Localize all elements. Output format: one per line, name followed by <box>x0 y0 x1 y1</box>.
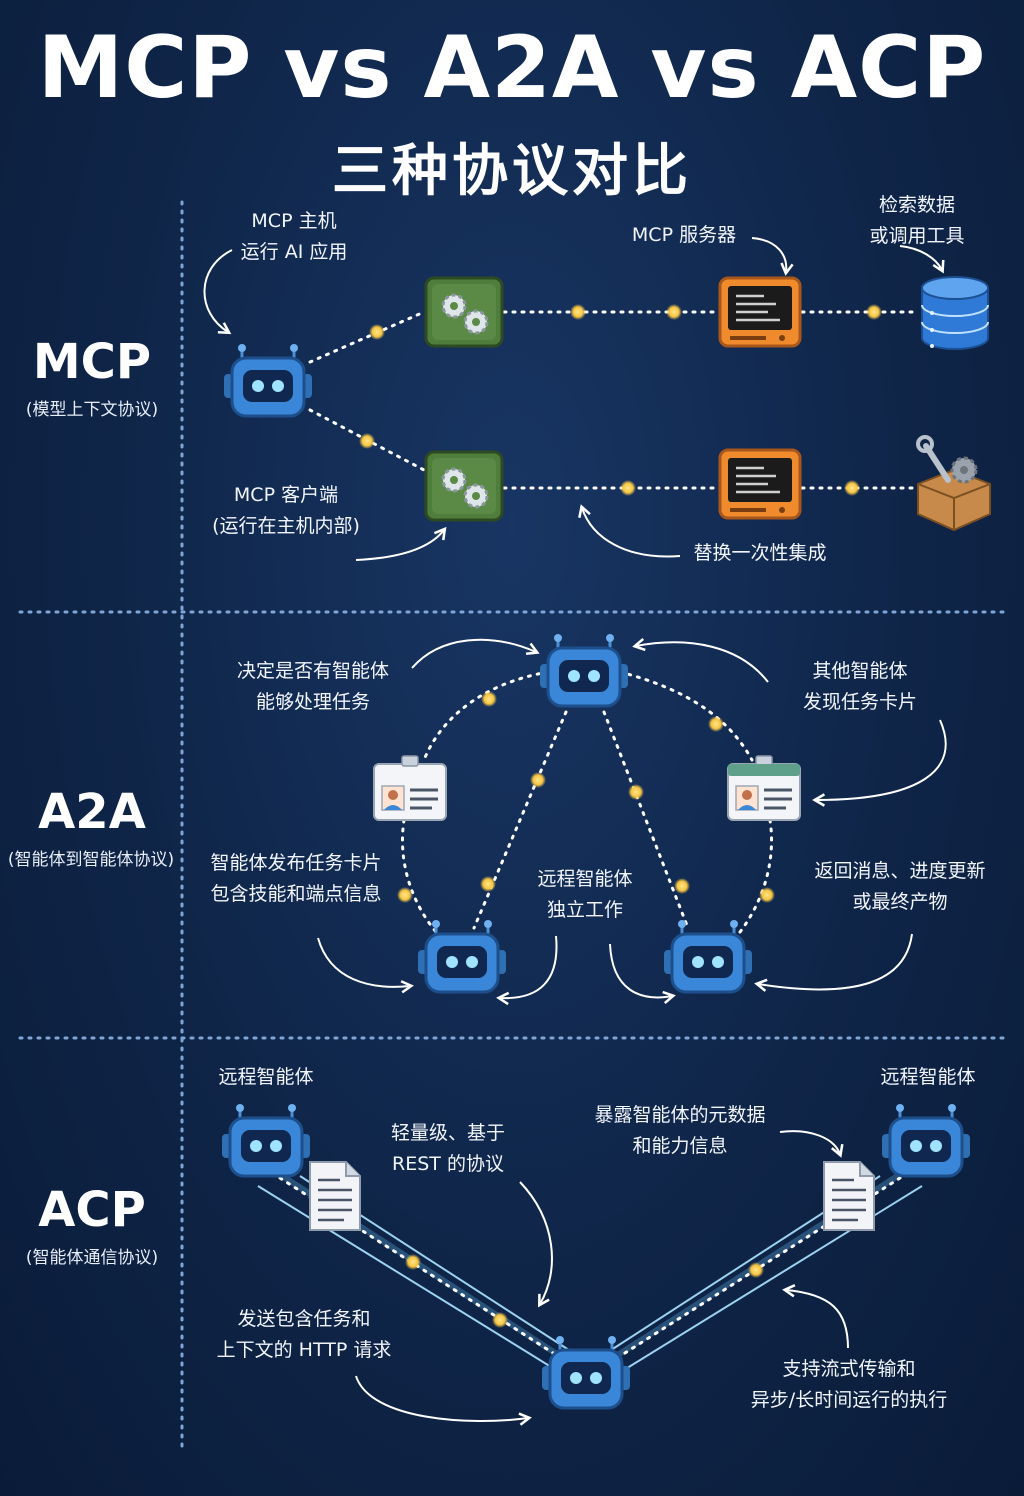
acp-arrows <box>355 1130 849 1426</box>
a2a-remote-label: 远程智能体独立工作 <box>537 868 633 921</box>
mcp-arrows <box>203 237 945 561</box>
mcp-section-subtitle: (模型上下文协议) <box>25 400 159 420</box>
toolbox-icon <box>916 435 991 532</box>
mcp-replace-label: 替换一次性集成 <box>693 542 827 564</box>
acp-left-robot-icon <box>220 1102 312 1178</box>
mcp-gear-icon-bottom <box>424 450 504 522</box>
a2a-left-robot-icon <box>416 918 508 994</box>
acp-document-icon-right <box>822 1160 876 1232</box>
page-subtitle: 三种协议对比 <box>332 139 692 204</box>
mcp-server-icon-bottom <box>718 448 802 520</box>
mcp-client-label: MCP 客户端(运行在主机内部) <box>212 484 360 537</box>
a2a-glow-dots <box>397 691 775 903</box>
acp-section-subtitle: (智能体通信协议) <box>25 1248 159 1268</box>
mcp-server-label: MCP 服务器 <box>631 224 737 246</box>
a2a-id-card-icon-right <box>726 754 802 822</box>
a2a-arrows <box>317 638 947 1006</box>
acp-metadata-label: 暴露智能体的元数据和能力信息 <box>594 1104 766 1157</box>
acp-remote-left-label: 远程智能体 <box>218 1066 314 1088</box>
acp-glow-dots <box>405 1254 764 1328</box>
database-icon <box>921 276 989 350</box>
mcp-data-label: 检索数据或调用工具 <box>869 194 965 247</box>
mcp-host-robot-icon <box>222 342 314 418</box>
acp-stream-label: 支持流式传输和异步/长时间运行的执行 <box>750 1358 948 1411</box>
a2a-top-robot-icon <box>538 632 630 708</box>
a2a-section-subtitle: (智能体到智能体协议) <box>7 850 175 870</box>
a2a-discover-label: 其他智能体发现任务卡片 <box>802 660 917 713</box>
acp-section-title: ACP <box>38 1182 146 1238</box>
a2a-connections <box>400 670 774 934</box>
a2a-decide-label: 决定是否有智能体能够处理任务 <box>236 660 389 713</box>
mcp-connections <box>308 310 920 490</box>
page-title: MCP vs A2A vs ACP <box>37 18 987 118</box>
mcp-section-title: MCP <box>32 334 152 390</box>
acp-http-label: 发送包含任务和上下文的 HTTP 请求 <box>216 1308 392 1361</box>
mcp-server-icon-top <box>718 276 802 348</box>
mcp-host-label: MCP 主机运行 AI 应用 <box>240 210 348 263</box>
a2a-section-title: A2A <box>38 784 146 840</box>
acp-right-robot-icon <box>880 1102 972 1178</box>
mcp-glow-dots <box>359 304 882 496</box>
a2a-right-robot-icon <box>662 918 754 994</box>
mcp-gear-icon-top <box>424 276 504 348</box>
a2a-id-card-icon-left <box>372 754 448 822</box>
acp-remote-right-label: 远程智能体 <box>880 1066 976 1088</box>
acp-document-icon-left <box>308 1160 362 1232</box>
a2a-publish-label: 智能体发布任务卡片包含技能和端点信息 <box>210 852 382 905</box>
a2a-return-label: 返回消息、进度更新或最终产物 <box>814 860 986 913</box>
